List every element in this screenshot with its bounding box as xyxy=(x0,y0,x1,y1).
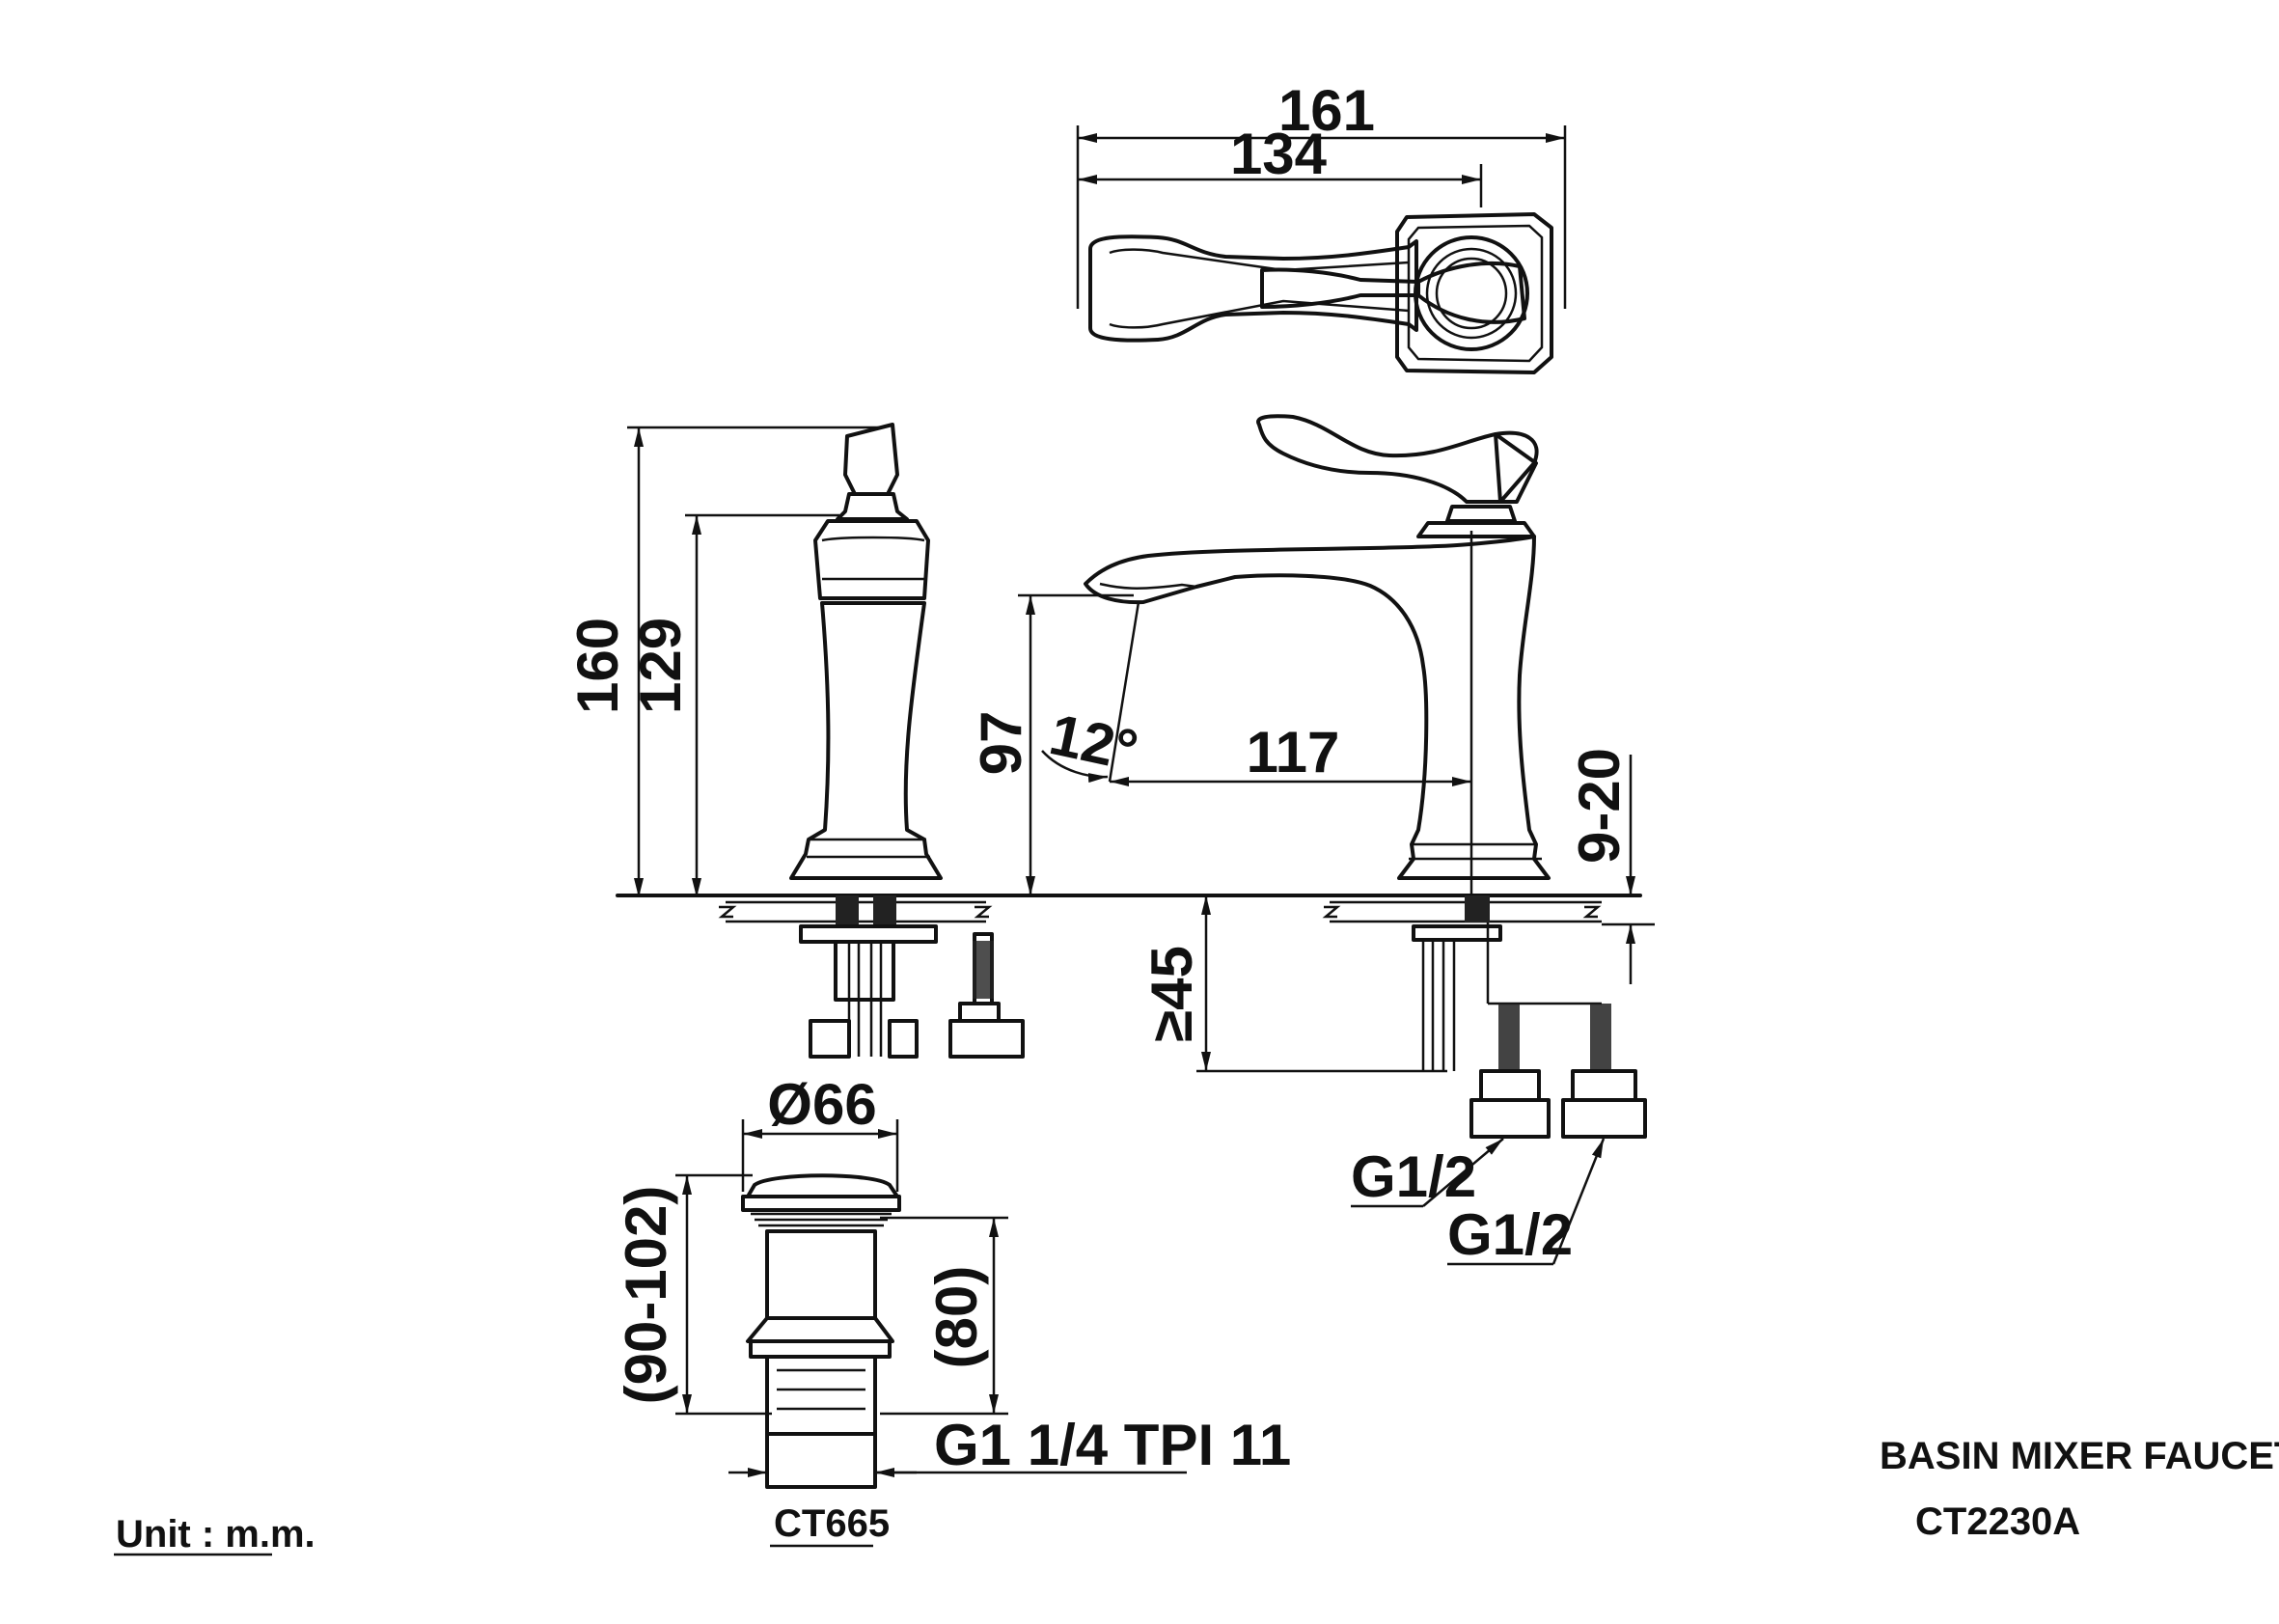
dimension-129: 129 xyxy=(628,513,839,897)
dimension-117: 117 xyxy=(1110,531,1473,895)
dim-9-20-label: 9-20 xyxy=(1567,748,1632,864)
product-name: BASIN MIXER FAUCET xyxy=(1880,1435,2279,1477)
drain-model-label: CT665 xyxy=(770,1502,890,1548)
dim-80-label: (80) xyxy=(924,1266,989,1369)
dimension-9-20: 9-20 xyxy=(1567,748,1655,984)
dimension-160: 160 xyxy=(565,426,883,897)
side-view-outline xyxy=(616,423,1044,1059)
dim-g1-1-4-label: G1 1/4 TPI 11 xyxy=(934,1413,1291,1477)
dimension-90-102: (90-102) xyxy=(614,1173,772,1416)
dimension-80: (80) xyxy=(880,1216,1008,1416)
title-block: BASIN MIXER FAUCET CT2230A Unit : m.m. xyxy=(114,1435,2279,1556)
dimension-134: 134 xyxy=(1078,122,1483,207)
front-view-outline xyxy=(1021,414,1647,1139)
dim-diameter-66-label: Ø66 xyxy=(767,1072,876,1137)
dim-min-45-label: ≥45 xyxy=(1140,946,1204,1042)
dim-117-label: 117 xyxy=(1247,720,1340,784)
dim-134-label: 134 xyxy=(1230,122,1328,186)
model-number: CT2230A xyxy=(1915,1500,2080,1543)
top-view: 161 134 xyxy=(1076,78,1567,374)
dim-90-102-label: (90-102) xyxy=(614,1186,678,1405)
inlet-thread-1-label: G1/2 xyxy=(1351,1144,1476,1209)
unit-note: Unit : m.m. xyxy=(116,1513,316,1555)
inlet-thread-2-label: G1/2 xyxy=(1447,1202,1573,1267)
dim-12-label: 12° xyxy=(1044,702,1143,783)
dimension-min-45: ≥45 xyxy=(1140,895,1447,1073)
dim-160-label: 160 xyxy=(565,618,630,714)
dim-129-label: 129 xyxy=(628,618,693,714)
dimension-g1-1-4: G1 1/4 TPI 11 xyxy=(728,1413,1291,1486)
inlet-thread-callouts: G1/2 G1/2 xyxy=(1351,1138,1606,1267)
front-view: 97 12° 117 9-20 ≥45 G1/2 xyxy=(969,414,1655,1267)
dimension-161: 161 xyxy=(1076,78,1567,309)
drain-model-text: CT665 xyxy=(774,1502,890,1545)
drain-view: Ø66 (90-102) (80) G1 1/4 TPI 11 CT665 xyxy=(614,1072,1291,1548)
top-view-outline xyxy=(1088,212,1553,374)
dimension-97: 97 xyxy=(969,593,1134,895)
dim-161-label: 161 xyxy=(1278,78,1375,143)
dimension-12-degrees: 12° xyxy=(1041,601,1143,784)
side-view: 160 129 xyxy=(565,423,1044,1059)
dim-97-label: 97 xyxy=(969,711,1033,776)
dimension-diameter-66: Ø66 xyxy=(741,1072,899,1192)
